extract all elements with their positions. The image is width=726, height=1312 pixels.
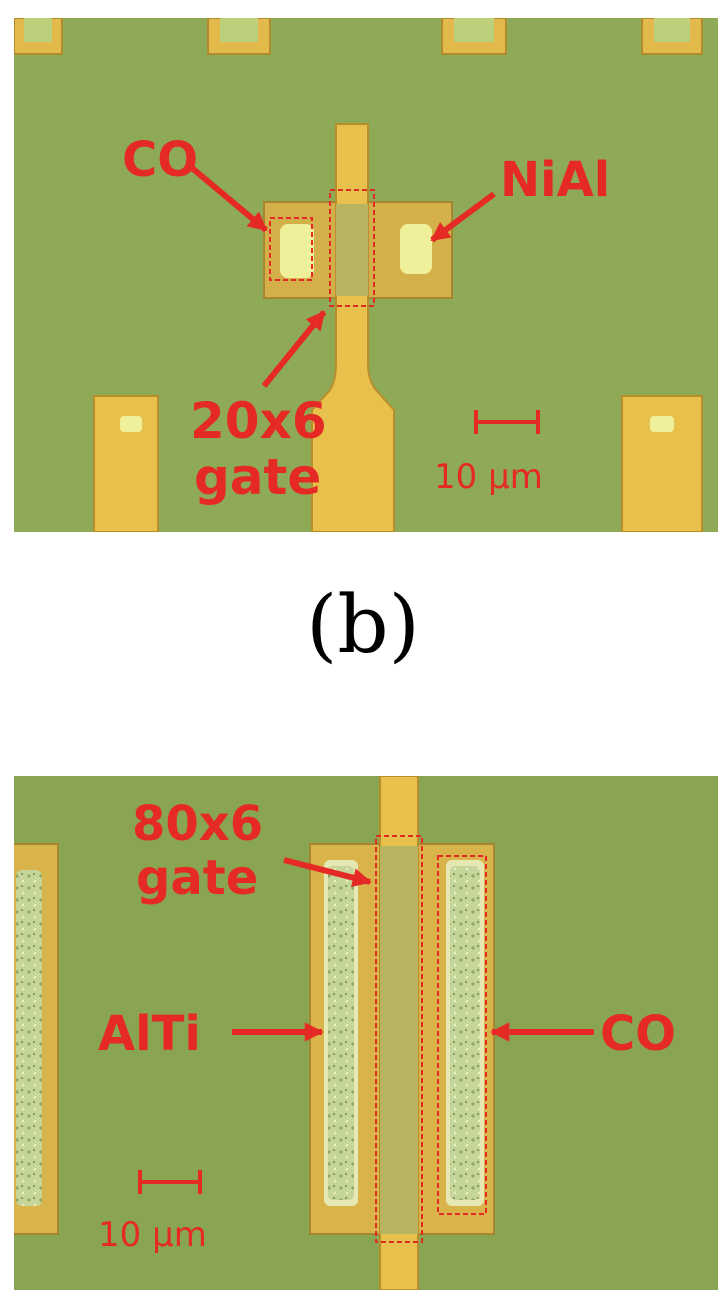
label-alti: AlTi [98, 1006, 201, 1062]
figure-caption: (b) [306, 578, 420, 671]
label-gate-size: 80x6 [132, 796, 263, 852]
scale-bar [138, 1170, 202, 1194]
label-co: CO [122, 132, 198, 188]
top-pad-row [14, 18, 703, 55]
scale-label: 10 µm [98, 1215, 207, 1255]
micrograph-top: CO NiAl 20x6 gate 10 µm [14, 18, 718, 532]
gate-region [380, 846, 418, 1234]
label-gate-word: gate [194, 448, 321, 506]
label-gate-size: 20x6 [190, 392, 327, 450]
nial-arrow [430, 191, 496, 243]
label-gate-word: gate [136, 850, 258, 906]
label-nial: NiAl [500, 152, 610, 208]
gate-arrow [283, 857, 372, 888]
scale-label: 10 µm [434, 457, 543, 497]
gate-region [336, 204, 368, 296]
gate-highlight-box [375, 835, 423, 1243]
gate-line [311, 123, 395, 532]
label-co: CO [600, 1006, 676, 1062]
scale-bar [474, 410, 540, 434]
co-highlight-box [269, 217, 313, 281]
co-highlight-box [437, 855, 487, 1215]
micrograph-bottom: 80x6 gate AlTi CO 10 µm [14, 776, 718, 1290]
micrograph-bottom-image: 80x6 gate AlTi CO 10 µm [14, 776, 718, 1290]
co-contact [280, 224, 314, 278]
micrograph-top-image: CO NiAl 20x6 gate 10 µm [14, 18, 718, 532]
gate-arrow [261, 310, 327, 388]
nial-contact [400, 224, 432, 274]
co-arrow [190, 165, 268, 233]
